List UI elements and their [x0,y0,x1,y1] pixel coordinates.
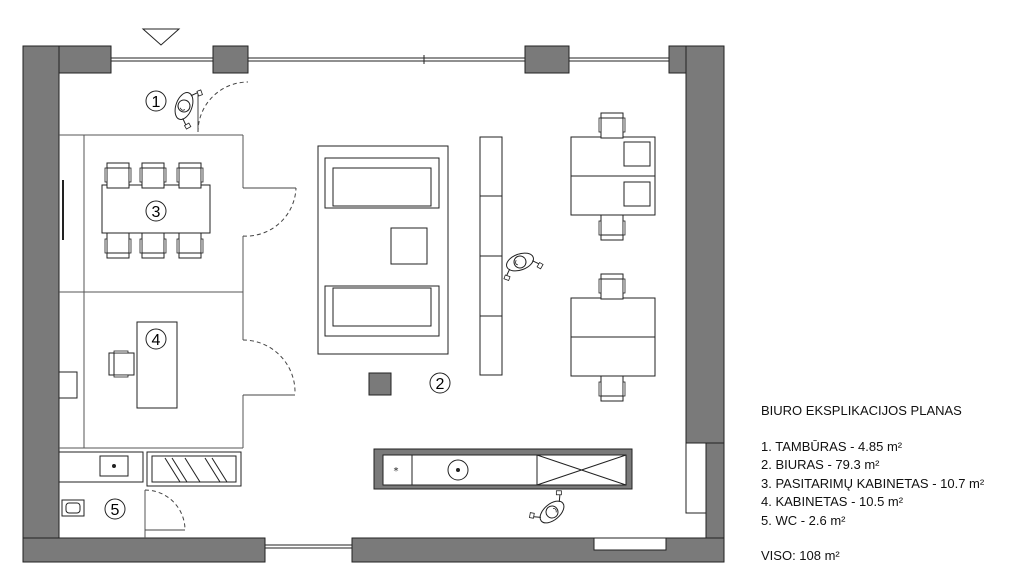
legend: BIURO EKSPLIKACIJOS PLANAS 1. TAMBŪRAS -… [761,402,984,566]
partitions [59,134,244,538]
door-swings [144,81,297,531]
svg-text:*: * [394,466,399,477]
person-icon [497,246,545,283]
windows [111,55,707,551]
svg-text:1: 1 [152,94,161,111]
meeting-table [62,162,211,259]
room-number-5: 5 [104,498,126,520]
kitchen-counter: * [373,448,633,490]
lounge-area [317,145,449,396]
svg-text:5: 5 [111,502,120,519]
legend-room-5: 5. WC - 2.6 m² [761,512,846,528]
legend-room-3: 3. PASITARIMŲ KABINETAS - 10.7 m² [761,475,985,491]
svg-text:4: 4 [152,332,161,349]
wc-fixtures [58,451,242,517]
floor-plan: * 1 2 3 4 5 [22,28,725,563]
person-icon [526,487,574,533]
svg-text:3: 3 [152,204,161,221]
legend-room-2: 2. BIURAS - 79.3 m² [761,457,880,472]
svg-text:2: 2 [436,376,445,393]
walls [22,45,725,563]
legend-room-4: 4. KABINETAS - 10.5 m² [761,494,904,509]
room-number-2: 2 [429,372,451,394]
workstations [570,112,656,402]
bench [479,136,503,376]
entrance-marker [141,28,181,46]
room-number-1: 1 [145,90,167,112]
legend-title: BIURO EKSPLIKACIJOS PLANAS [761,403,962,418]
room-number-3: 3 [145,200,167,222]
legend-total: VISO: 108 m² [761,548,840,563]
legend-room-1: 1. TAMBŪRAS - 4.85 m² [761,438,903,454]
room-number-4: 4 [145,328,167,350]
